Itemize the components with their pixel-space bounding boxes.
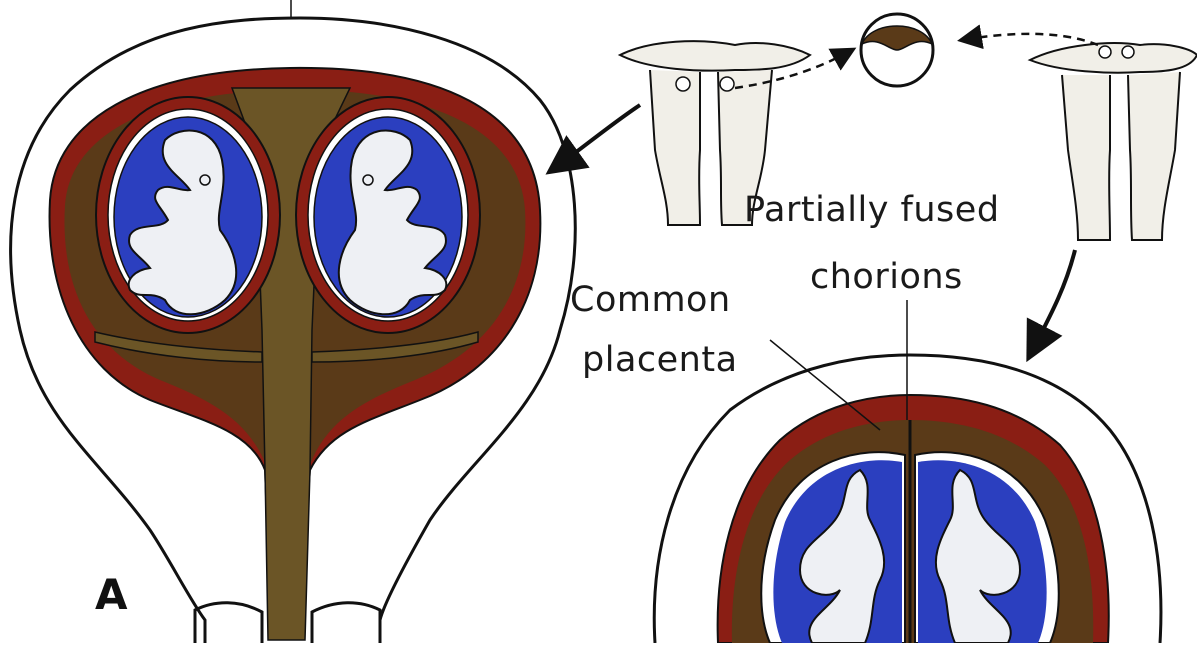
blastocyst [861,14,933,86]
label-placenta: placenta [582,340,738,380]
arrow-to-panel-b [1030,250,1075,355]
label-partially-fused: Partially fused [744,190,1000,230]
gestational-sac-left [96,97,280,333]
label-common: Common [570,280,731,320]
panel-label-a: A [95,570,128,619]
uterus-panel-a [11,0,576,643]
arrow-to-panel-a [552,105,640,170]
gestational-sac-right [296,97,480,333]
uterus-small-right [1030,43,1197,240]
label-chorions: chorions [810,257,963,297]
dashed-arrow-right [962,34,1098,45]
